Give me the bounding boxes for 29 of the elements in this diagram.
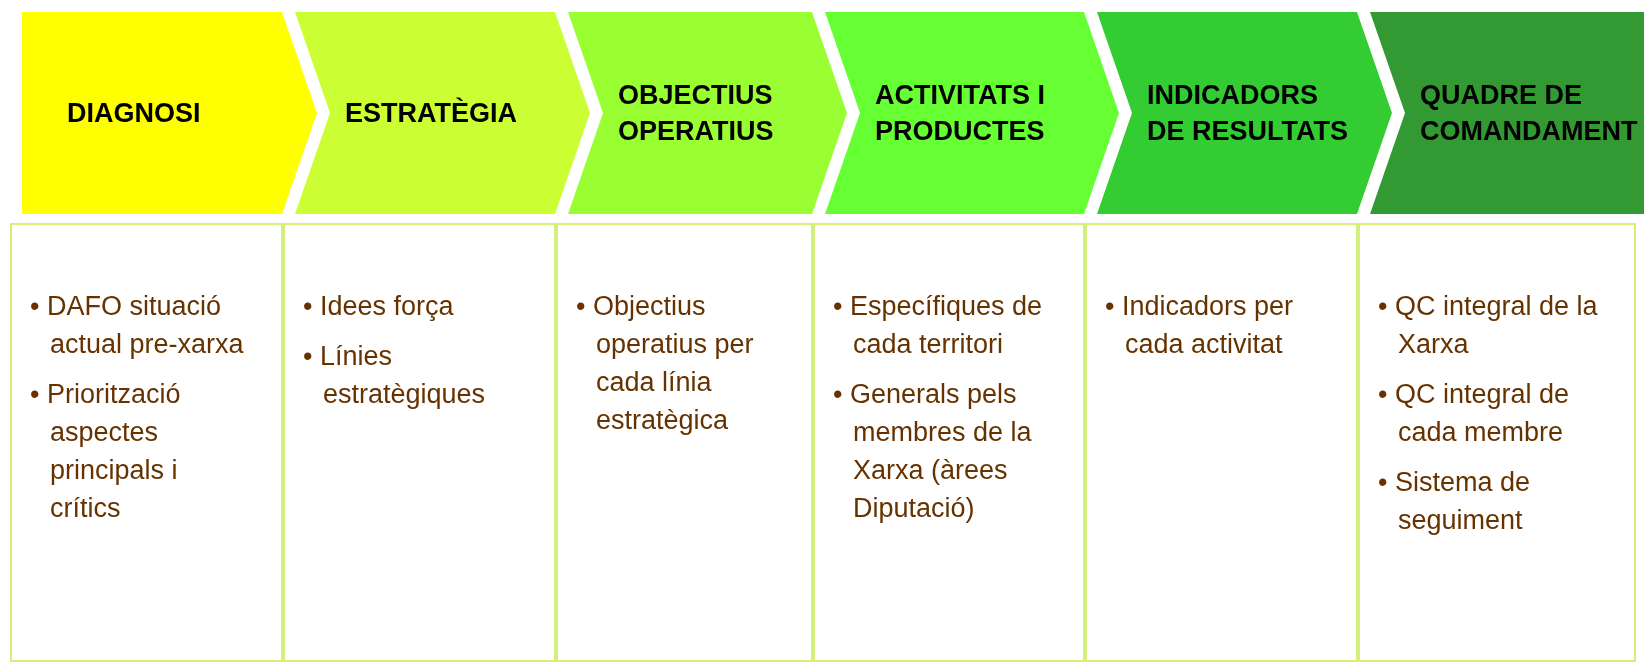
bullet-item: • Indicadors per cada activitat bbox=[1105, 290, 1295, 361]
column-panel bbox=[10, 223, 283, 662]
column-panel bbox=[1358, 223, 1636, 662]
bullet-item: • Línies estratègiques bbox=[303, 340, 487, 411]
column-panel bbox=[813, 223, 1085, 662]
chevron-step bbox=[568, 12, 847, 214]
bullet-item: • QC integral de la Xarxa bbox=[1378, 290, 1599, 361]
step-heading: OBJECTIUS OPERATIUS bbox=[618, 79, 775, 148]
step-heading: INDICADORS DE RESULTATS bbox=[1147, 79, 1349, 148]
bullet-item: • DAFO situació actual pre-xarxa bbox=[30, 290, 245, 361]
chevron-step bbox=[295, 12, 590, 214]
chevron-step bbox=[22, 12, 317, 214]
bullet-item: • Idees força bbox=[303, 290, 455, 323]
step-heading: DIAGNOSI bbox=[67, 97, 201, 130]
step-heading: ESTRATÈGIA bbox=[345, 96, 517, 130]
chevron-step bbox=[1097, 12, 1392, 214]
bullet-item: • Específiques de cada territori bbox=[833, 290, 1044, 361]
bullet-item: • Sistema de seguiment bbox=[1378, 466, 1532, 537]
column-panel bbox=[556, 223, 813, 662]
bullet-item: • Priorització aspectes principals i crítics bbox=[30, 378, 182, 525]
bullet-item: • Objectius operatius per cada línia estratègica bbox=[576, 290, 755, 437]
bullet-item: • QC integral de cada membre bbox=[1378, 378, 1571, 449]
step-heading: QUADRE DE COMANDAMENT bbox=[1420, 79, 1638, 148]
step-heading: ACTIVITATS I PRODUCTES bbox=[875, 79, 1046, 148]
chevron-step bbox=[825, 12, 1119, 214]
bullet-item: • Generals pels membres de la Xarxa (àrees Diputació) bbox=[833, 378, 1033, 525]
column-panel bbox=[283, 223, 556, 662]
column-panel bbox=[1085, 223, 1358, 662]
chevron-step bbox=[1370, 12, 1644, 214]
